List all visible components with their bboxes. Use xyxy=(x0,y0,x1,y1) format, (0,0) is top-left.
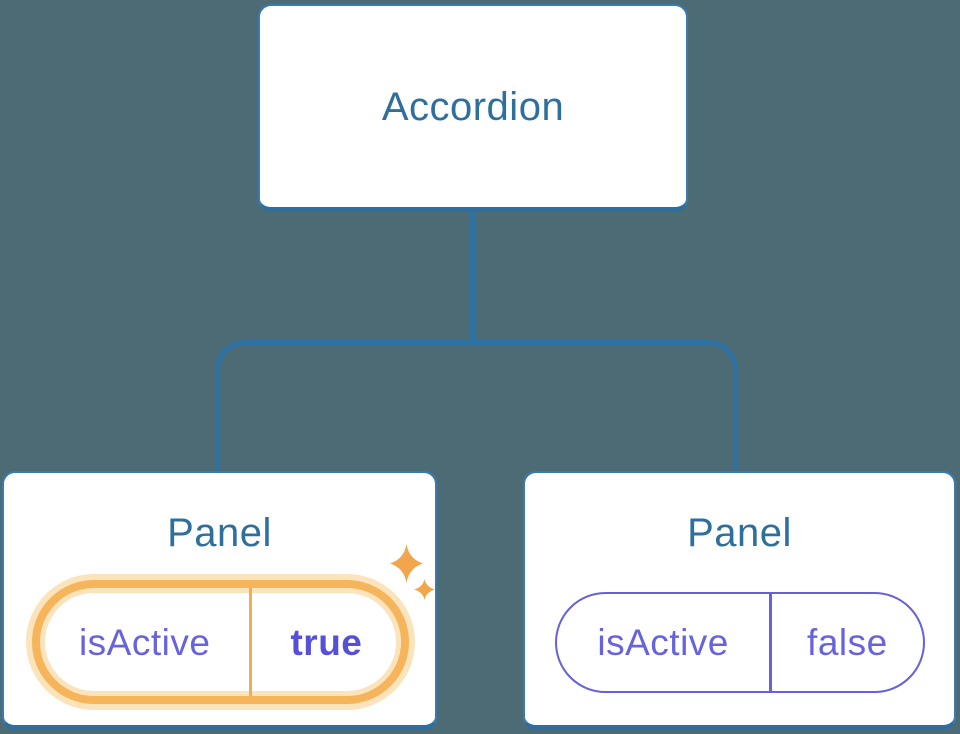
panel-node-label: Panel xyxy=(687,511,792,555)
panel-node-label: Panel xyxy=(167,511,272,555)
state-value-label: true xyxy=(290,621,363,663)
tree-node-accordion: Accordion xyxy=(258,4,688,212)
tree-node-panel-active: Panel isActive true xyxy=(2,471,437,730)
state-key-label: isActive xyxy=(597,622,729,663)
connector-stem-line xyxy=(470,212,475,345)
tree-node-panel-inactive: Panel isActive false xyxy=(523,471,956,730)
state-pill-active: isActive true xyxy=(32,580,409,704)
connector-branch-line xyxy=(215,340,738,471)
accordion-node-label: Accordion xyxy=(381,84,565,129)
pill-divider xyxy=(249,588,252,696)
state-value-label: false xyxy=(807,622,888,663)
sparkle-icon xyxy=(414,579,435,600)
pill-divider xyxy=(769,594,772,691)
state-key-label: isActive xyxy=(78,621,211,663)
state-pill-inactive: isActive false xyxy=(555,592,925,693)
sparkle-icon xyxy=(390,544,423,583)
